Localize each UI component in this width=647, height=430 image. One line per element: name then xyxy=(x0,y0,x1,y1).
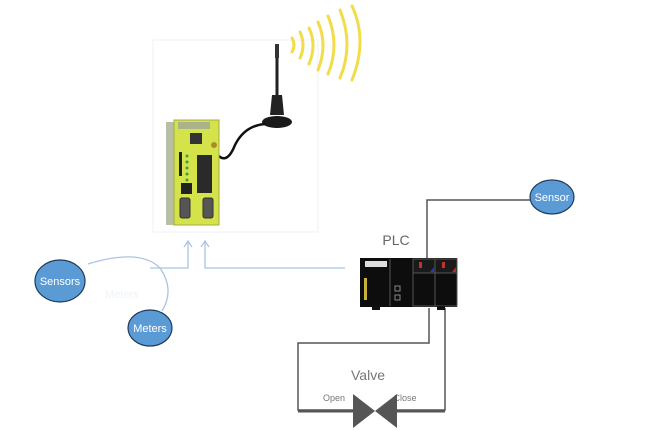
data-link-arrows xyxy=(87,239,345,312)
open-label: Open xyxy=(323,393,345,403)
close-label: Close xyxy=(393,393,416,403)
meters-node: Meters xyxy=(127,309,173,347)
sensors-node: Sensors xyxy=(34,259,86,303)
iot-gateway-device xyxy=(166,119,220,226)
ghost-meters-label: Meters xyxy=(105,289,139,301)
meters-label: Meters xyxy=(133,323,167,335)
wireless-signal-icon xyxy=(290,4,362,82)
plc-label: PLC xyxy=(382,232,409,248)
sensors-label: Sensors xyxy=(40,276,81,288)
valve-icon xyxy=(353,394,397,428)
plc-device xyxy=(360,258,458,310)
sensor-label: Sensor xyxy=(535,192,570,204)
sensor-node: Sensor xyxy=(529,179,575,215)
antenna-icon xyxy=(211,44,292,160)
valve-label: Valve xyxy=(351,367,385,383)
